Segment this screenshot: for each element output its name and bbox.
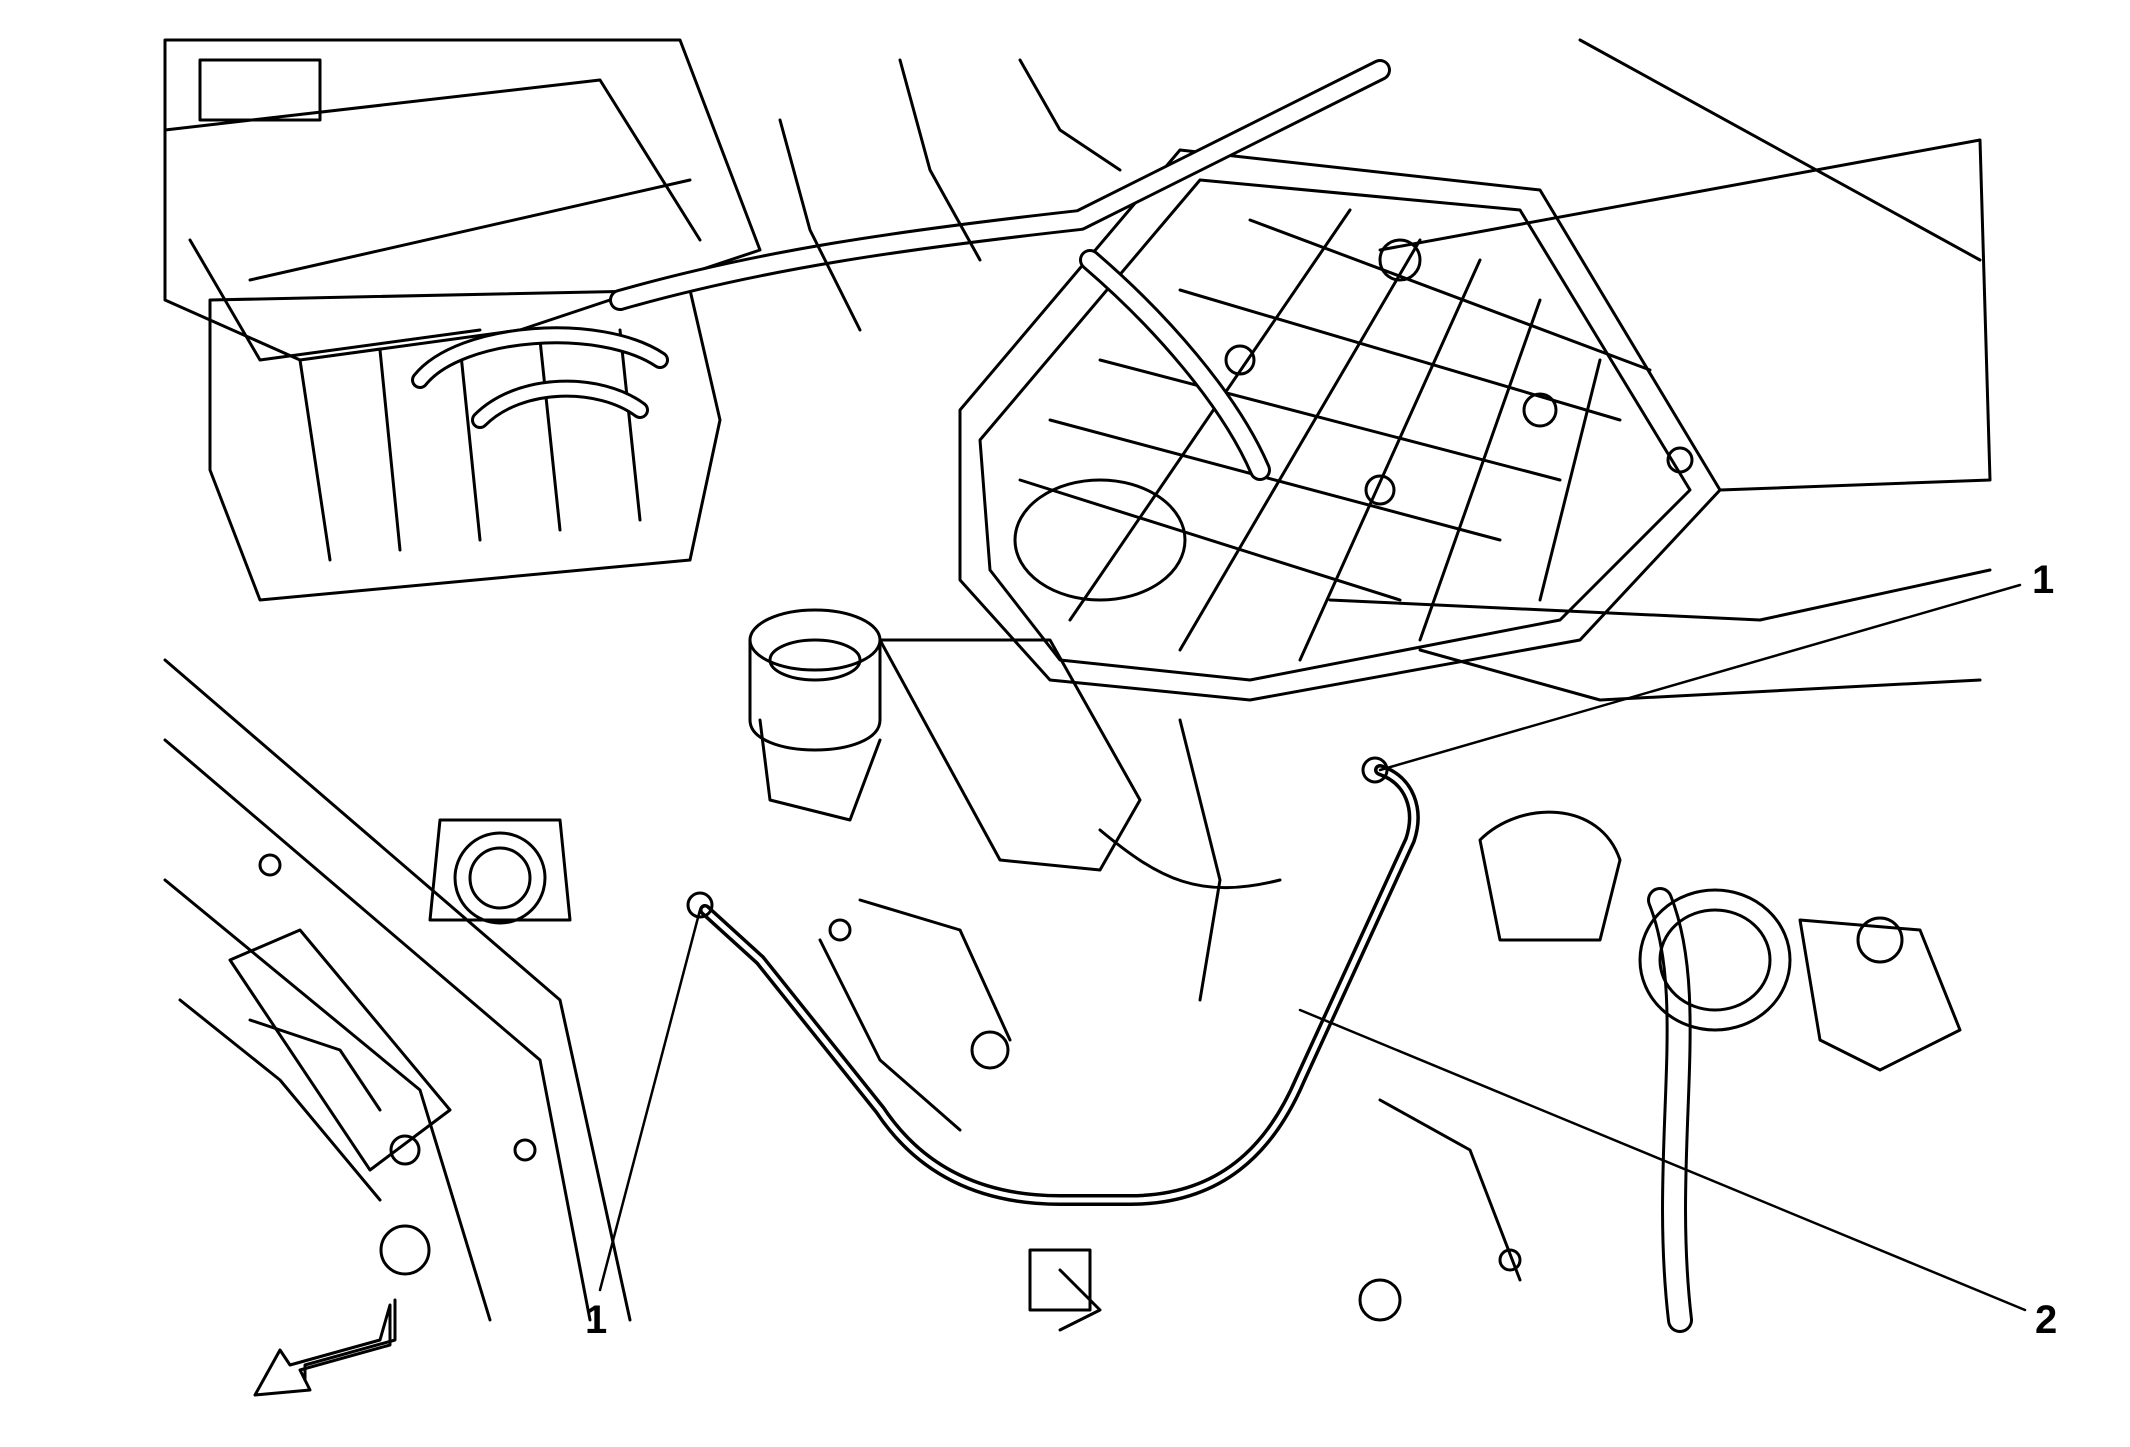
callout-label-1-left: 1 <box>585 1298 608 1342</box>
strut-tower <box>428 818 572 925</box>
relay-block <box>208 288 722 602</box>
leader-1-left <box>598 908 702 1292</box>
callout-label-1-right: 1 <box>2032 558 2055 602</box>
upper-hoses <box>609 58 1391 481</box>
central-components <box>818 638 1282 1132</box>
front-direction-arrow-icon <box>253 1298 397 1397</box>
intake-manifold-cover <box>958 148 1722 702</box>
air-cleaner-housing <box>163 38 762 362</box>
hose-component-2 <box>686 756 1420 1206</box>
right-side-components <box>1028 38 1992 1333</box>
fender-rail <box>163 658 632 1322</box>
callout-leaders <box>598 583 2027 1312</box>
canister-cap <box>748 608 882 822</box>
leader-1-right <box>1378 583 2022 772</box>
lower-left-bracket <box>178 928 452 1202</box>
callout-label-2: 2 <box>2035 1298 2058 1342</box>
leader-2 <box>1298 1008 2027 1312</box>
